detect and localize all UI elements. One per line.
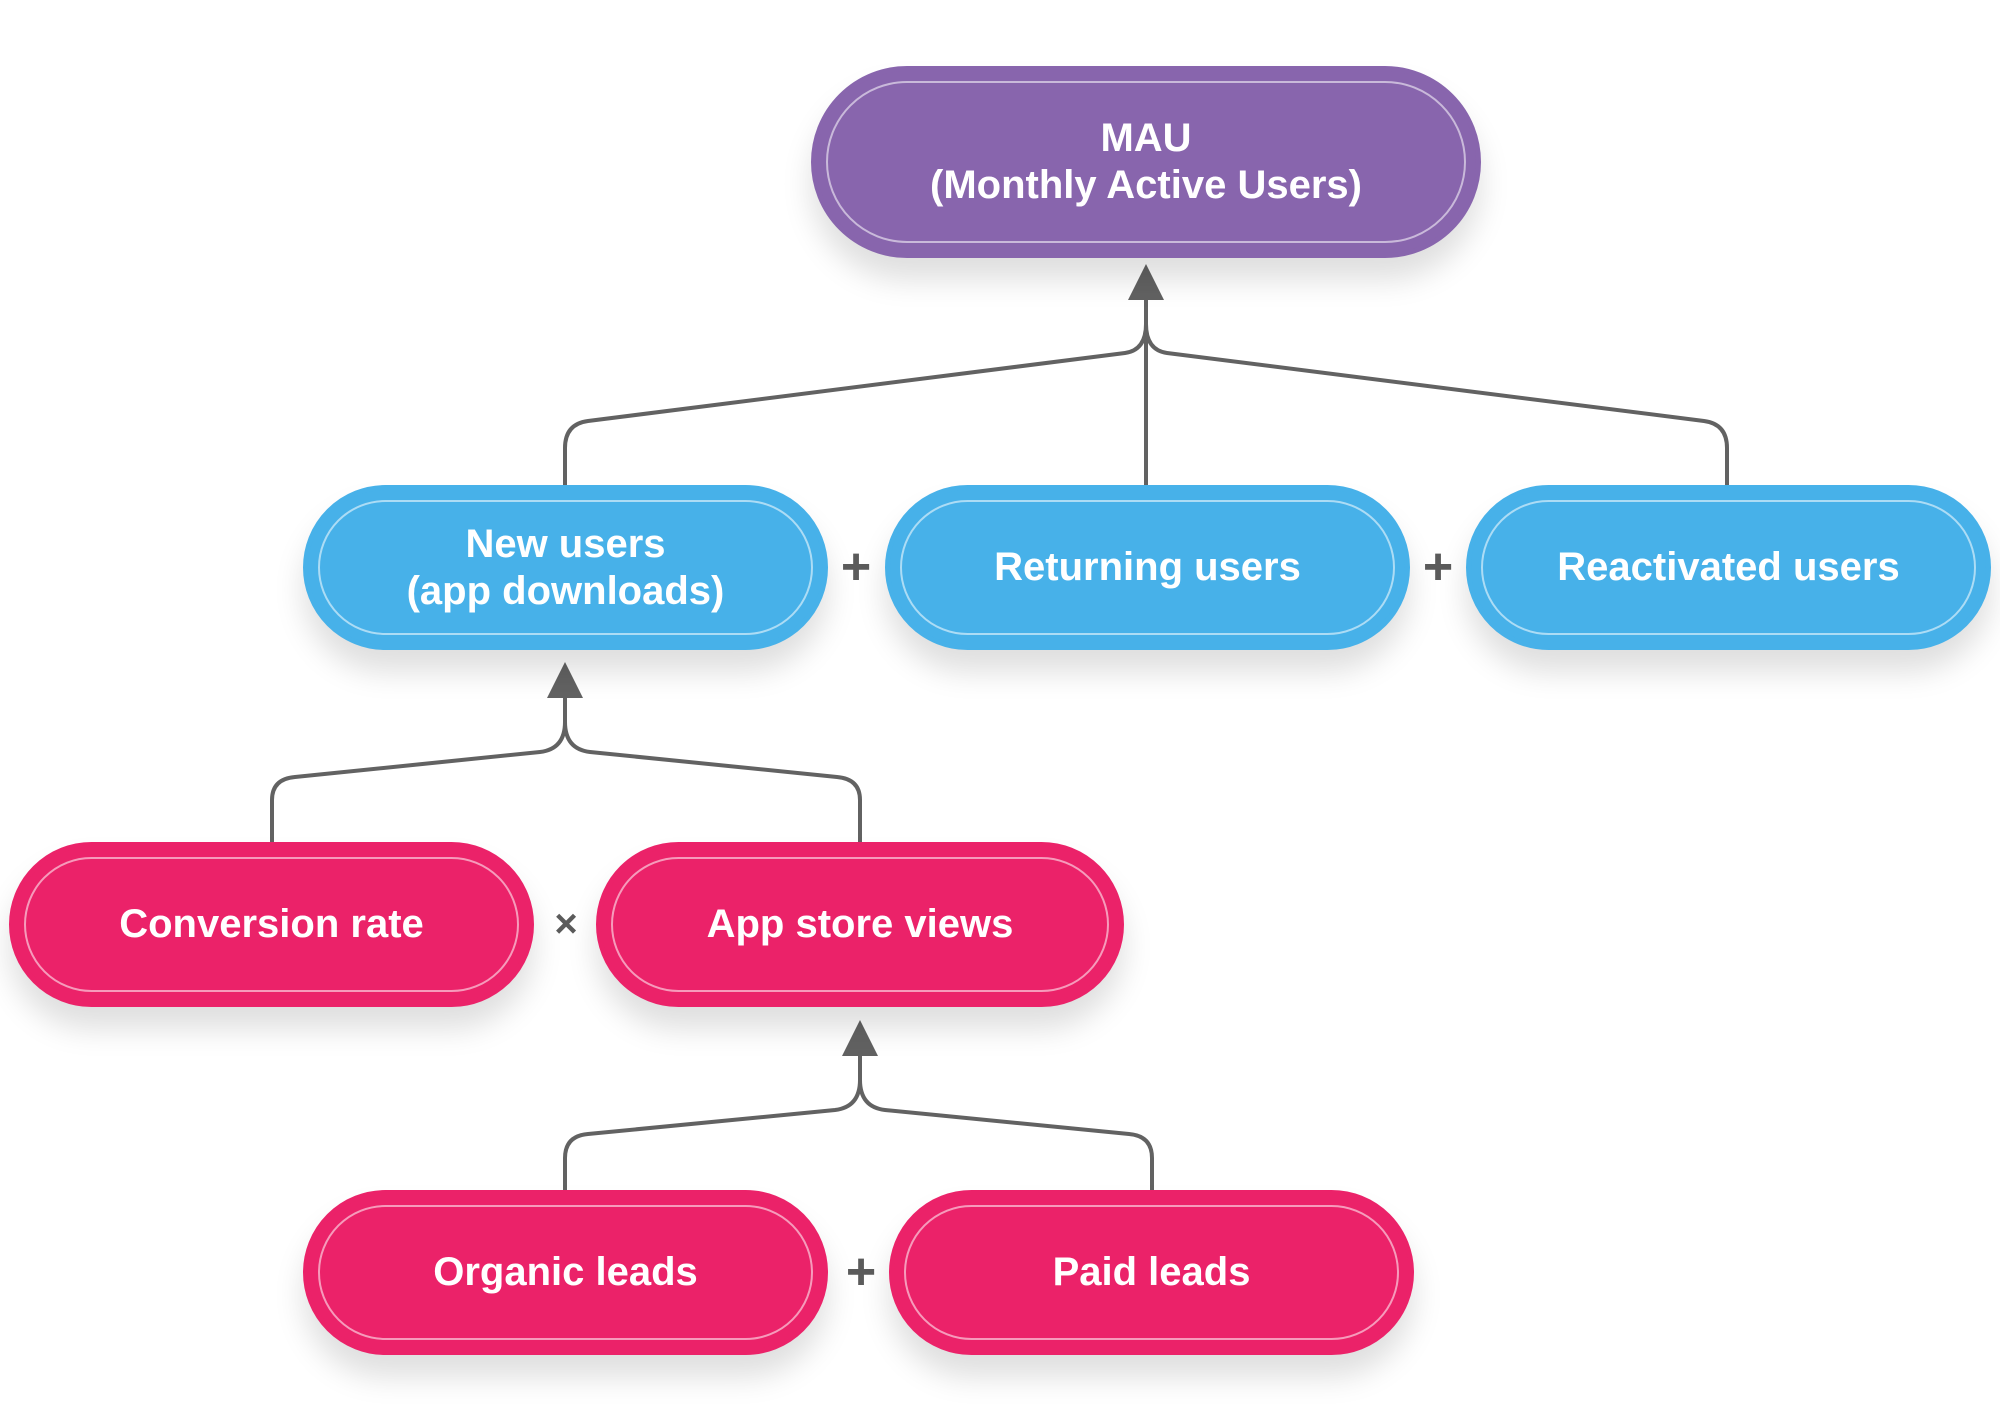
- reactivated-users-node: Reactivated users: [1466, 485, 1991, 650]
- connector-organic-leads-to-app-store-views: [563, 1048, 862, 1192]
- new-users-title: New users: [465, 521, 666, 566]
- reactivated-users-title: Reactivated users: [1557, 545, 1900, 589]
- conversion-rate-label: Conversion rate: [79, 901, 464, 948]
- arrowhead-app-store-views: [842, 1020, 878, 1056]
- reactivated-users-label: Reactivated users: [1517, 544, 1939, 591]
- connector-conversion-rate-to-new-users: [270, 690, 567, 844]
- mau-node: MAU (Monthly Active Users): [811, 66, 1481, 258]
- app-store-views-node: App store views: [596, 842, 1124, 1007]
- mau-subtitle: (Monthly Active Users): [930, 163, 1362, 207]
- connector-new-users-to-mau: [563, 290, 1148, 487]
- mau-label: MAU (Monthly Active Users): [890, 115, 1402, 209]
- connector-app-store-views-to-new-users: [563, 690, 862, 844]
- organic-leads-node: Organic leads: [303, 1190, 828, 1355]
- arrowhead-mau: [1128, 264, 1164, 300]
- organic-leads-title: Organic leads: [433, 1250, 698, 1294]
- conversion-rate-title: Conversion rate: [119, 902, 424, 946]
- new-users-subtitle: (app downloads): [406, 568, 725, 613]
- mau-title: MAU: [1100, 116, 1192, 160]
- app-store-views-branch: [563, 1020, 1154, 1192]
- organic-leads-label: Organic leads: [393, 1249, 738, 1296]
- plus-operator: +: [845, 1243, 877, 1301]
- returning-users-title: Returning users: [994, 545, 1301, 589]
- conversion-rate-node: Conversion rate: [9, 842, 534, 1007]
- plus-operator: +: [1422, 538, 1454, 596]
- plus-operator: +: [840, 538, 872, 596]
- connector-reactivated-users-to-mau: [1144, 290, 1729, 487]
- new-users-label: New users (app downloads): [367, 521, 765, 615]
- app-store-views-title: App store views: [706, 902, 1014, 946]
- paid-leads-node: Paid leads: [889, 1190, 1414, 1355]
- new-users-branch: [270, 662, 862, 844]
- paid-leads-label: Paid leads: [1013, 1249, 1291, 1296]
- mau-branch: [563, 264, 1729, 487]
- app-store-views-label: App store views: [667, 901, 1054, 948]
- returning-users-node: Returning users: [885, 485, 1410, 650]
- times-operator: ×: [554, 902, 578, 946]
- arrowhead-new-users: [547, 662, 583, 698]
- new-users-node: New users (app downloads): [303, 485, 828, 650]
- returning-users-label: Returning users: [954, 544, 1341, 591]
- paid-leads-title: Paid leads: [1052, 1250, 1251, 1294]
- connector-paid-leads-to-app-store-views: [858, 1048, 1154, 1192]
